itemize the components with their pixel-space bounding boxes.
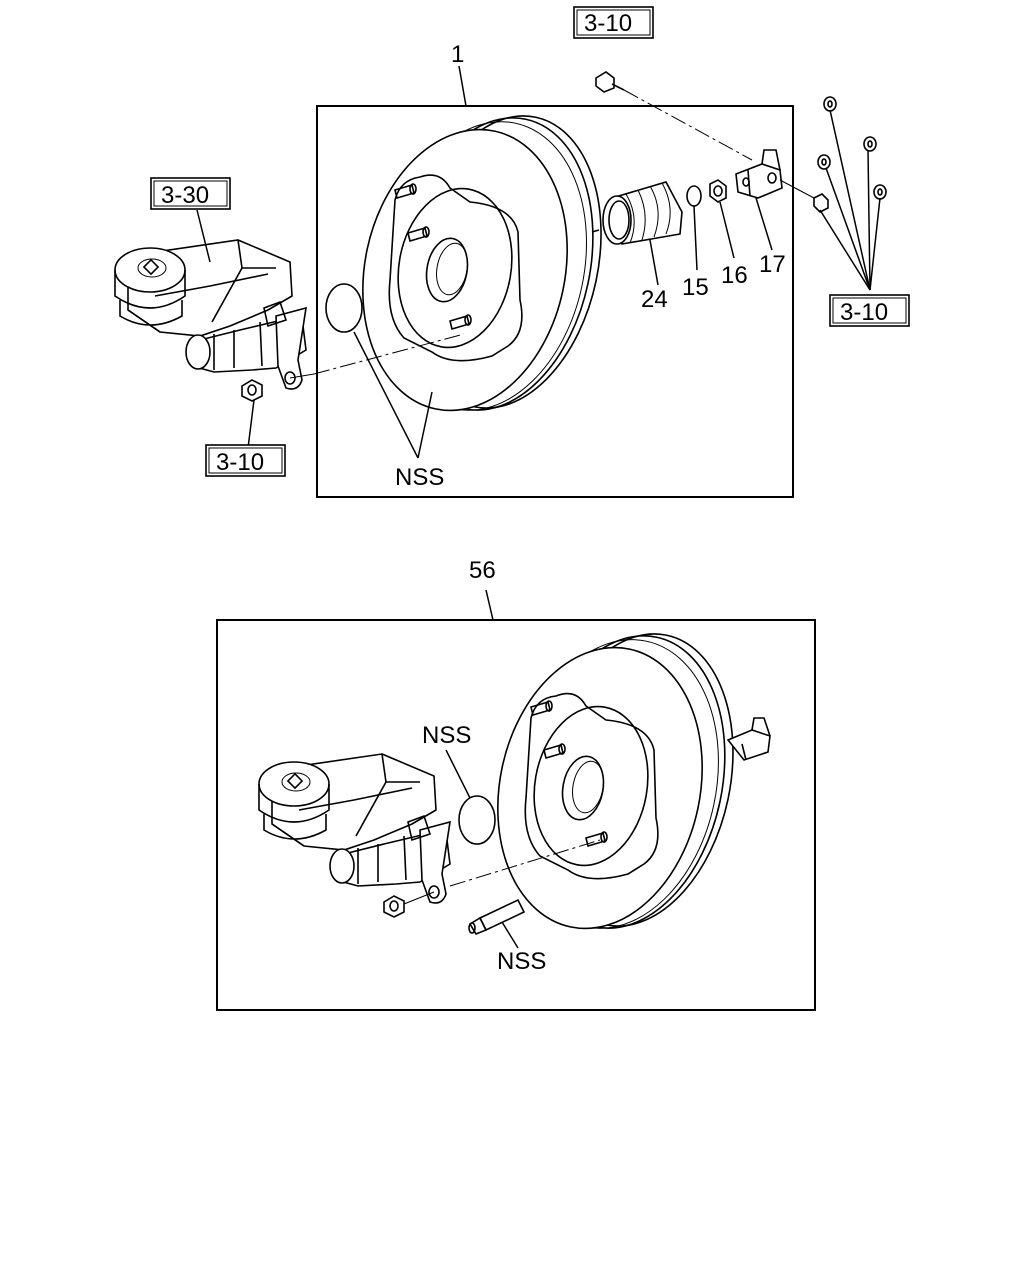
brake-booster-bottom	[497, 633, 771, 930]
callout-15: 15	[682, 274, 709, 301]
svg-text:3-30: 3-30	[161, 182, 209, 209]
ref-box-reservoir: 3-30	[150, 177, 231, 210]
o-ring-seal-top	[325, 283, 363, 333]
svg-text:3-10: 3-10	[840, 299, 888, 326]
bottom-assembly-frame	[216, 619, 816, 1011]
boot-part-24	[602, 181, 683, 245]
washer-part-15	[686, 185, 702, 207]
nut-part-16	[709, 179, 727, 203]
ref-box-top-bolt: 3-10	[573, 6, 654, 39]
o-ring-seal-bottom	[458, 795, 496, 845]
callout-16: 16	[721, 262, 748, 289]
nut-bottom	[383, 895, 405, 918]
svg-text:3-10: 3-10	[216, 449, 264, 476]
ref-box-nut: 3-10	[205, 444, 286, 477]
master-cylinder-top	[114, 239, 307, 390]
top-assembly: 1	[114, 6, 910, 498]
bolt-top	[595, 71, 625, 93]
nss-label-top: NSS	[395, 464, 444, 491]
nss-label-bottom-tube: NSS	[497, 948, 546, 975]
ref-box-bracket-hardware: 3-10	[829, 294, 910, 327]
clevis-part-17	[735, 149, 783, 199]
brake-booster-top	[362, 115, 602, 412]
top-assembly-frame	[316, 105, 794, 498]
master-cylinder-bottom	[258, 753, 451, 904]
top-item-number: 1	[451, 41, 464, 68]
svg-text:3-10: 3-10	[584, 10, 632, 37]
callout-24: 24	[641, 286, 668, 313]
nss-label-bottom-seal: NSS	[422, 722, 471, 749]
bracket-hardware	[813, 96, 887, 213]
bottom-assembly: 56	[216, 557, 816, 1011]
bottom-item-number: 56	[469, 557, 496, 584]
callout-17: 17	[759, 251, 786, 278]
nut-top	[241, 379, 263, 402]
grease-tube	[468, 898, 526, 935]
